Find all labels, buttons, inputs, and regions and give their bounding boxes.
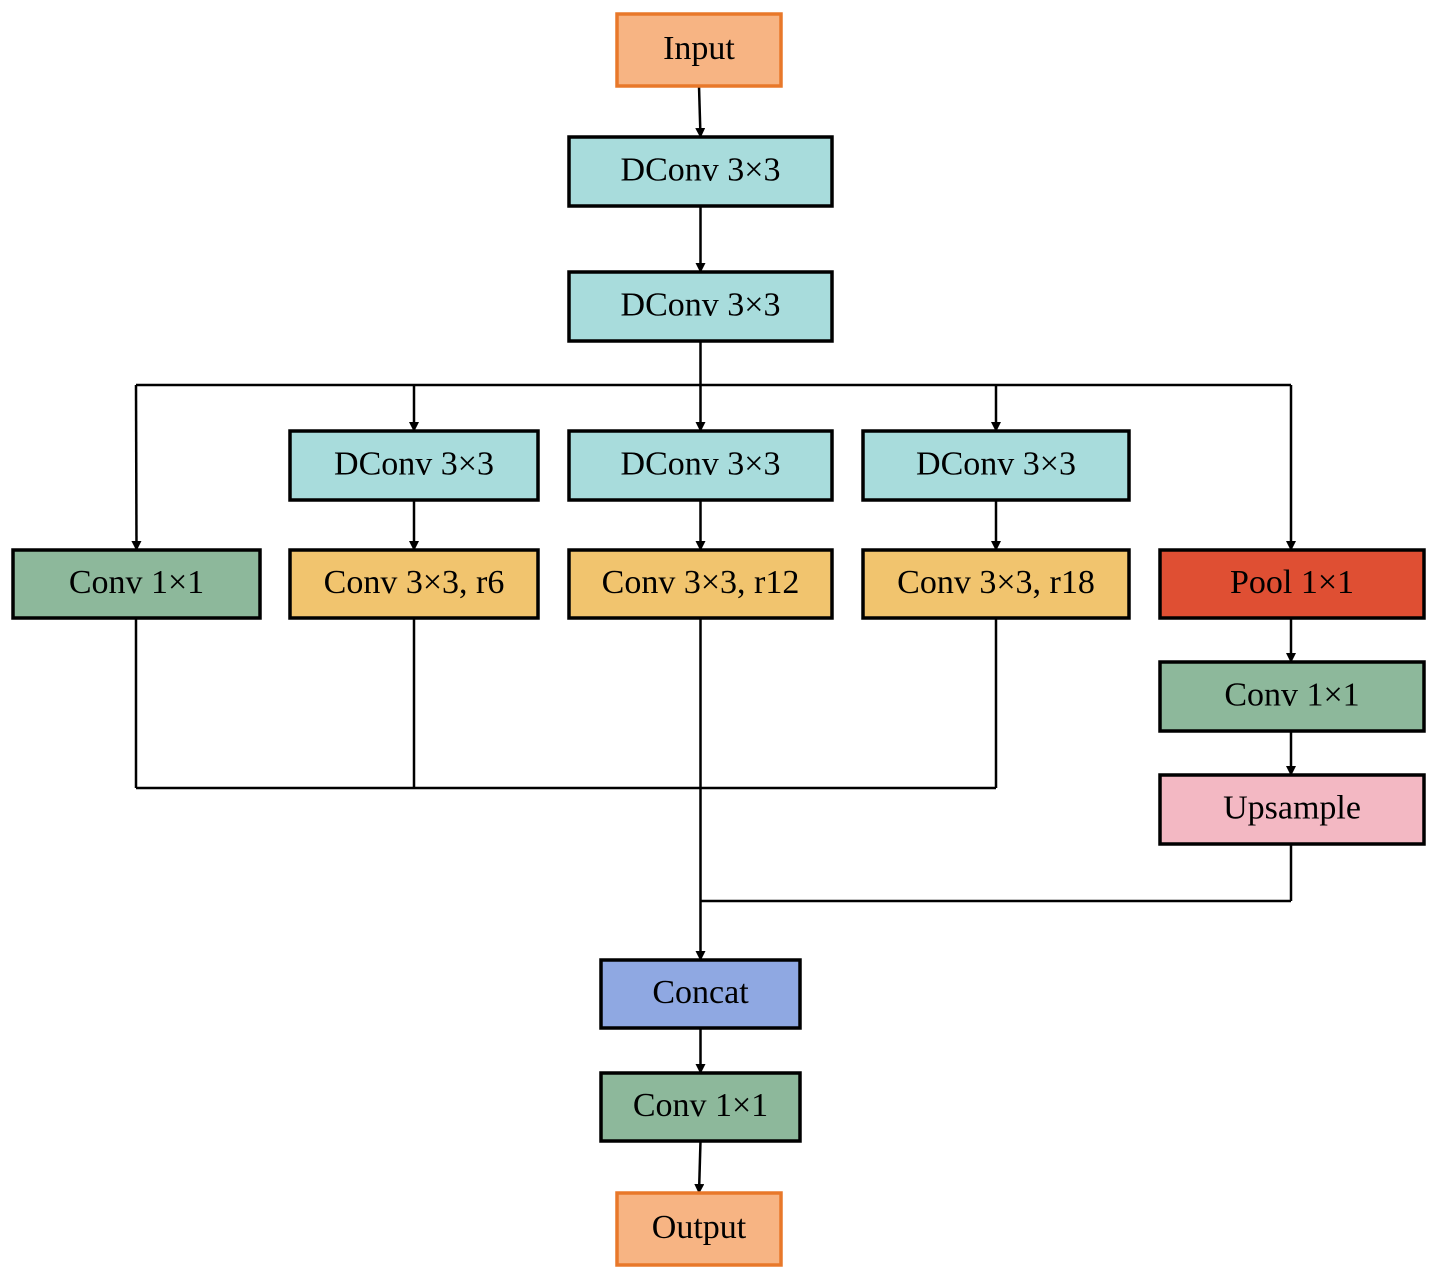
node-dconv-branch-c: DConv 3×3 xyxy=(861,429,1131,502)
node-label: DConv 3×3 xyxy=(916,445,1076,482)
node-box xyxy=(861,548,1131,620)
node-box xyxy=(615,12,783,88)
node-box xyxy=(599,1071,802,1143)
node-pool: Pool 1×1 xyxy=(1158,548,1426,620)
arrow-split-to-conv1x1 xyxy=(131,384,142,551)
node-dconv-2: DConv 3×3 xyxy=(567,270,834,343)
node-box xyxy=(11,548,262,620)
node-box xyxy=(861,429,1131,502)
node-label: Input xyxy=(663,30,735,67)
node-label: DConv 3×3 xyxy=(334,445,494,482)
node-label: Conv 3×3, r18 xyxy=(897,564,1095,601)
node-label: Pool 1×1 xyxy=(1230,564,1354,601)
node-label: DConv 3×3 xyxy=(621,445,781,482)
arrow-input-to-dconv-1 xyxy=(695,85,706,138)
node-box xyxy=(1158,660,1426,733)
node-input: Input xyxy=(615,12,783,88)
node-box xyxy=(1158,773,1426,846)
node-label: Output xyxy=(652,1209,747,1246)
node-conv-r12: Conv 3×3, r12 xyxy=(567,548,834,620)
arrow-conv1x1-to-output xyxy=(694,1140,705,1194)
node-label: Conv 3×3, r6 xyxy=(324,564,505,601)
node-label: DConv 3×3 xyxy=(621,151,781,188)
node-box xyxy=(567,270,834,343)
node-dconv-branch-b: DConv 3×3 xyxy=(567,429,834,502)
node-dconv-1: DConv 3×3 xyxy=(567,135,834,208)
node-box xyxy=(567,548,834,620)
node-box xyxy=(288,548,540,620)
connectors xyxy=(131,85,1296,1194)
node-final-conv1x1: Conv 1×1 xyxy=(599,1071,802,1143)
node-label: Concat xyxy=(652,974,749,1011)
node-label: Conv 1×1 xyxy=(1224,676,1359,713)
node-pool-conv1x1: Conv 1×1 xyxy=(1158,660,1426,733)
node-upsample: Upsample xyxy=(1158,773,1426,846)
node-conv-r6: Conv 3×3, r6 xyxy=(288,548,540,620)
node-box xyxy=(288,429,540,502)
node-box xyxy=(567,429,834,502)
node-label: DConv 3×3 xyxy=(621,286,781,323)
node-label: Conv 1×1 xyxy=(633,1087,768,1124)
node-label: Upsample xyxy=(1223,789,1361,826)
node-concat: Concat xyxy=(599,958,802,1030)
node-box xyxy=(1158,548,1426,620)
node-output: Output xyxy=(615,1191,783,1267)
node-dconv-branch-a: DConv 3×3 xyxy=(288,429,540,502)
node-label: Conv 3×3, r12 xyxy=(602,564,800,601)
node-box xyxy=(567,135,834,208)
node-box xyxy=(615,1191,783,1267)
node-conv1x1-branch: Conv 1×1 xyxy=(11,548,262,620)
node-label: Conv 1×1 xyxy=(69,564,204,601)
node-box xyxy=(599,958,802,1030)
node-conv-r18: Conv 3×3, r18 xyxy=(861,548,1131,620)
